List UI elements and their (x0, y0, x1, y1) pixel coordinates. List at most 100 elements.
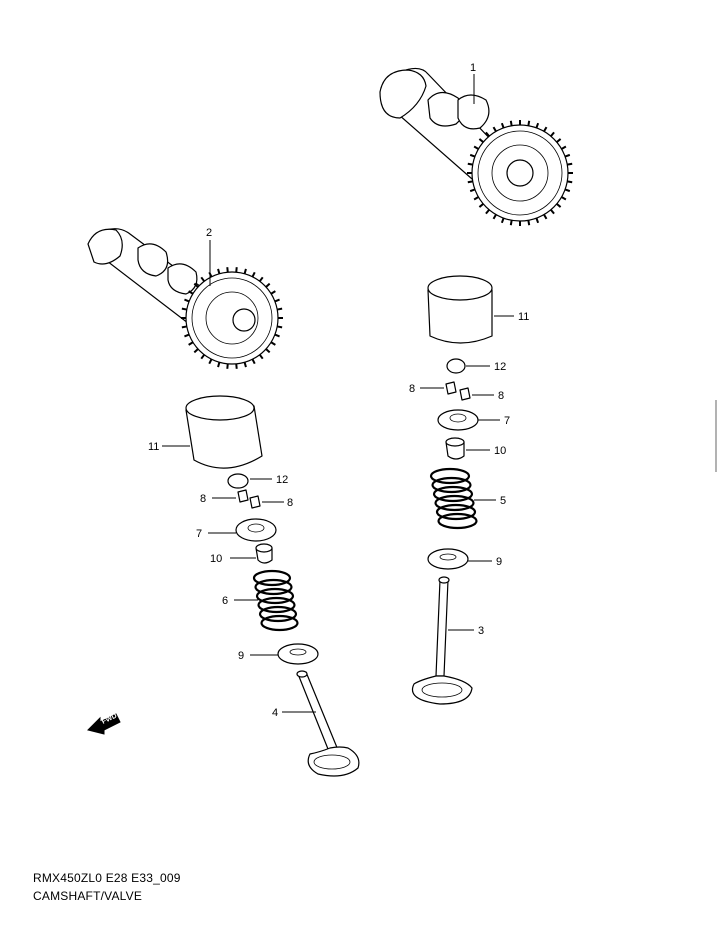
sprocket-tooth (277, 325, 283, 329)
camshaft-part-2[interactable] (87, 228, 283, 369)
sprocket-tooth (258, 354, 264, 360)
sprocket-tooth (188, 341, 194, 346)
callout-1: 1 (470, 62, 476, 74)
sprocket-tooth (467, 162, 473, 166)
cotters-right[interactable] (445, 381, 471, 401)
sprocket-tooth (184, 333, 190, 338)
stem-seal-left[interactable] (255, 543, 273, 564)
sprocket-tooth (467, 180, 473, 184)
sprocket-tooth (193, 348, 199, 354)
sprocket-tooth (181, 325, 187, 329)
callout-8-right-a: 8 (409, 383, 415, 395)
sprocket-tooth (492, 126, 497, 132)
cotters-left[interactable] (237, 489, 261, 509)
sprocket-tooth (200, 276, 206, 282)
callout-11-left: 11 (148, 441, 159, 453)
callout-5: 5 (500, 495, 506, 507)
spring-coil (431, 476, 472, 494)
spring-coil (260, 614, 299, 632)
sprocket-tooth (527, 120, 531, 126)
spring-seat-right[interactable] (427, 548, 469, 570)
callout-8-right-b: 8 (498, 390, 504, 402)
shim-left[interactable] (227, 473, 249, 489)
spring-coil (437, 512, 478, 530)
spring-seat-left[interactable] (277, 643, 319, 665)
sprocket-tooth (478, 138, 484, 143)
sprocket-tooth (564, 153, 571, 158)
sprocket-tooth (543, 126, 548, 132)
callout-8-left-a: 8 (200, 493, 206, 505)
callout-4: 4 (272, 707, 278, 719)
stem-seal-right[interactable] (445, 437, 465, 460)
sprocket-tooth (251, 358, 256, 365)
retainer-left[interactable] (235, 518, 277, 542)
diagram-code: RMX450ZL0 E28 E33_009 (33, 871, 181, 885)
sprocket-tooth (561, 196, 567, 201)
sprocket-tooth (500, 122, 505, 129)
sprocket-tooth (535, 217, 540, 224)
sprocket-tooth (217, 361, 221, 368)
sprocket-tooth (485, 131, 490, 137)
spring-coil (254, 578, 293, 596)
sprocket-tooth (251, 271, 256, 278)
spring-coil (432, 485, 474, 503)
callout-7-right: 7 (504, 415, 510, 427)
spring-coil (435, 503, 477, 521)
sprocket-tooth (469, 188, 476, 193)
callout-12-right: 12 (494, 361, 506, 373)
sprocket-tooth (270, 341, 276, 346)
sprocket-tooth (193, 282, 199, 288)
sprocket-tooth (258, 276, 264, 282)
spring-coil (434, 494, 475, 512)
callout-12-left: 12 (276, 474, 288, 486)
sprocket-tooth (500, 217, 505, 224)
sprocket-tooth (509, 120, 513, 126)
valve-spring-left[interactable] (252, 569, 299, 632)
callout-7-left: 7 (196, 528, 202, 540)
sprocket-tooth (277, 307, 283, 311)
sprocket-tooth (492, 214, 497, 220)
sprocket-tooth (274, 333, 280, 338)
sprocket-tooth (561, 145, 567, 150)
sprocket-tooth (270, 290, 276, 295)
sprocket-tooth (535, 122, 540, 129)
sprocket-tooth (243, 268, 247, 275)
retainer-right[interactable] (437, 409, 479, 431)
sprocket-tooth (564, 188, 571, 193)
callout-8-left-b: 8 (287, 497, 293, 509)
sprocket-tooth (265, 348, 271, 354)
sprocket-tooth (473, 145, 479, 150)
fwd-arrow-icon: FWD (87, 713, 121, 735)
sprocket-tooth (200, 354, 206, 360)
callout-11-right: 11 (518, 311, 529, 323)
sprocket-tooth (265, 282, 271, 288)
sprocket-tooth (550, 209, 555, 215)
sprocket-tooth (243, 361, 247, 368)
sprocket-tooth (527, 220, 531, 226)
sprocket-tooth (274, 298, 280, 303)
tappet-left[interactable] (185, 395, 263, 469)
sprocket-tooth (509, 220, 513, 226)
spring-coil (429, 467, 471, 485)
diagram-title: CAMSHAFT/VALVE (33, 889, 143, 903)
camshaft-part-1[interactable] (379, 67, 573, 226)
sprocket-tooth (567, 162, 573, 166)
callout-2: 2 (206, 227, 212, 239)
sprocket-tooth (208, 358, 213, 365)
valve-spring-right[interactable] (429, 467, 478, 530)
sprocket-tooth (485, 209, 490, 215)
sprocket-tooth (550, 131, 555, 137)
tappet-right[interactable] (427, 275, 493, 344)
callout-6-left: 6 (222, 595, 228, 607)
callout-9-left: 9 (238, 650, 244, 662)
valve-part-3[interactable] (412, 576, 473, 705)
callout-10-right: 10 (494, 445, 506, 457)
shim-right[interactable] (446, 358, 466, 374)
sprocket-tooth (478, 203, 484, 208)
callout-9-right: 9 (496, 556, 502, 568)
sprocket-tooth (217, 268, 221, 275)
valve-part-4[interactable] (296, 670, 360, 777)
spring-coil (252, 569, 292, 587)
callout-3: 3 (478, 625, 484, 637)
